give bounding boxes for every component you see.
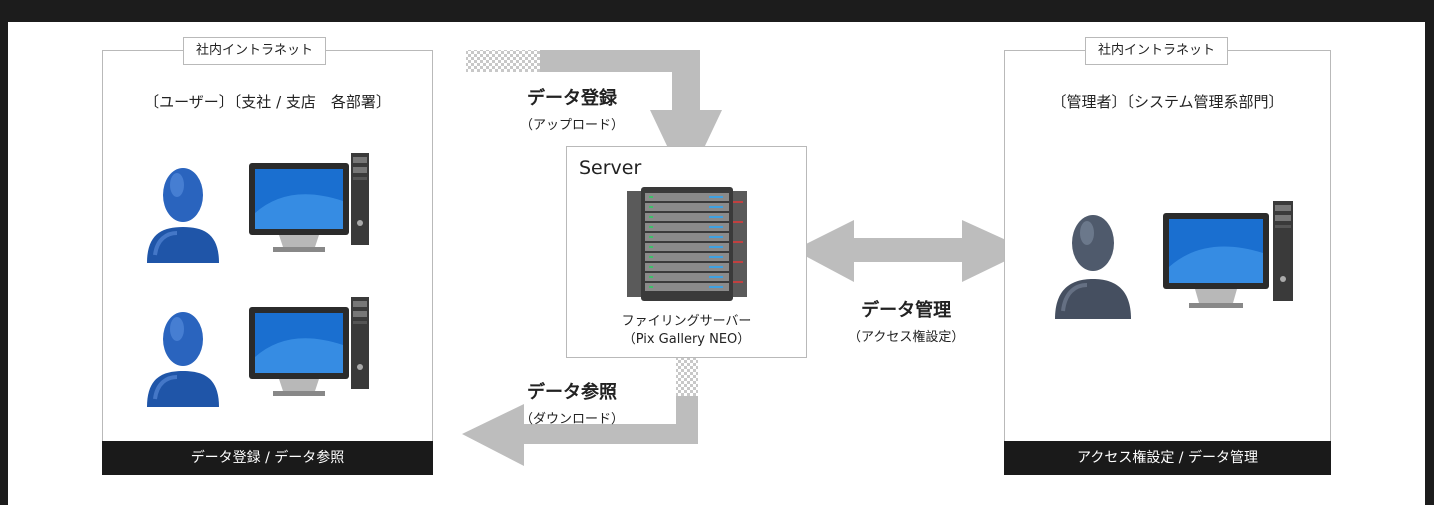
download-label-main: データ参照 [527, 382, 617, 403]
manage-label-sub: （アクセス権設定） [848, 330, 965, 345]
server-title: Server [579, 157, 642, 179]
admin-intranet-panel: 社内イントラネット 〔管理者〕〔システム管理系部門〕 [1004, 37, 1331, 475]
admin-role-label: 〔管理者〕〔システム管理系部門〕 [1051, 93, 1284, 111]
user-role-label: 〔ユーザー〕〔支社 / 支店 各部署〕 [144, 93, 391, 111]
admin-workstation-graphic [1055, 201, 1293, 319]
user-workstation-2 [139, 287, 369, 407]
manage-arrow [794, 220, 1028, 282]
frame-right-bar [1425, 0, 1434, 505]
manage-label: データ管理 （アクセス権設定） [848, 296, 964, 345]
panel-tab-label: 社内イントラネット [1085, 37, 1229, 65]
upload-label-main: データ登録 [527, 88, 617, 109]
admin-workstation [1045, 193, 1305, 323]
user-workstation-graphic [147, 297, 369, 407]
download-label: データ参照 （ダウンロード） [520, 378, 624, 427]
user-workstation-graphic [147, 153, 369, 263]
manage-label-main: データ管理 [861, 300, 952, 321]
server-box: Server [566, 146, 807, 358]
user-intranet-panel: 社内イントラネット 〔ユーザー〕〔支社 / 支店 各部署〕 [102, 37, 433, 475]
frame-left-bar [0, 0, 8, 505]
desktop-computer-icon [1163, 201, 1293, 308]
user-silhouette-icon [147, 312, 219, 407]
user-silhouette-icon [147, 168, 219, 263]
admin-panel-footer: アクセス権設定 / データ管理 [1004, 441, 1331, 475]
panel-tab-label: 社内イントラネット [183, 37, 327, 65]
server-caption-line2: （Pix Gallery NEO） [622, 332, 751, 347]
upload-label-sub: （アップロード） [520, 118, 625, 133]
user-panel-footer: データ登録 / データ参照 [102, 441, 433, 475]
frame-top-bar [0, 0, 1434, 22]
server-rack-icon [627, 187, 747, 301]
user-silhouette-icon [1055, 215, 1131, 319]
desktop-computer-icon [249, 153, 369, 252]
download-label-sub: （ダウンロード） [520, 412, 625, 427]
desktop-computer-icon [249, 297, 369, 396]
server-caption: ファイリングサーバー （Pix Gallery NEO） [567, 313, 806, 349]
upload-label: データ登録 （アップロード） [520, 84, 624, 133]
user-workstation-1 [139, 143, 369, 263]
server-caption-line1: ファイリングサーバー [621, 314, 752, 329]
